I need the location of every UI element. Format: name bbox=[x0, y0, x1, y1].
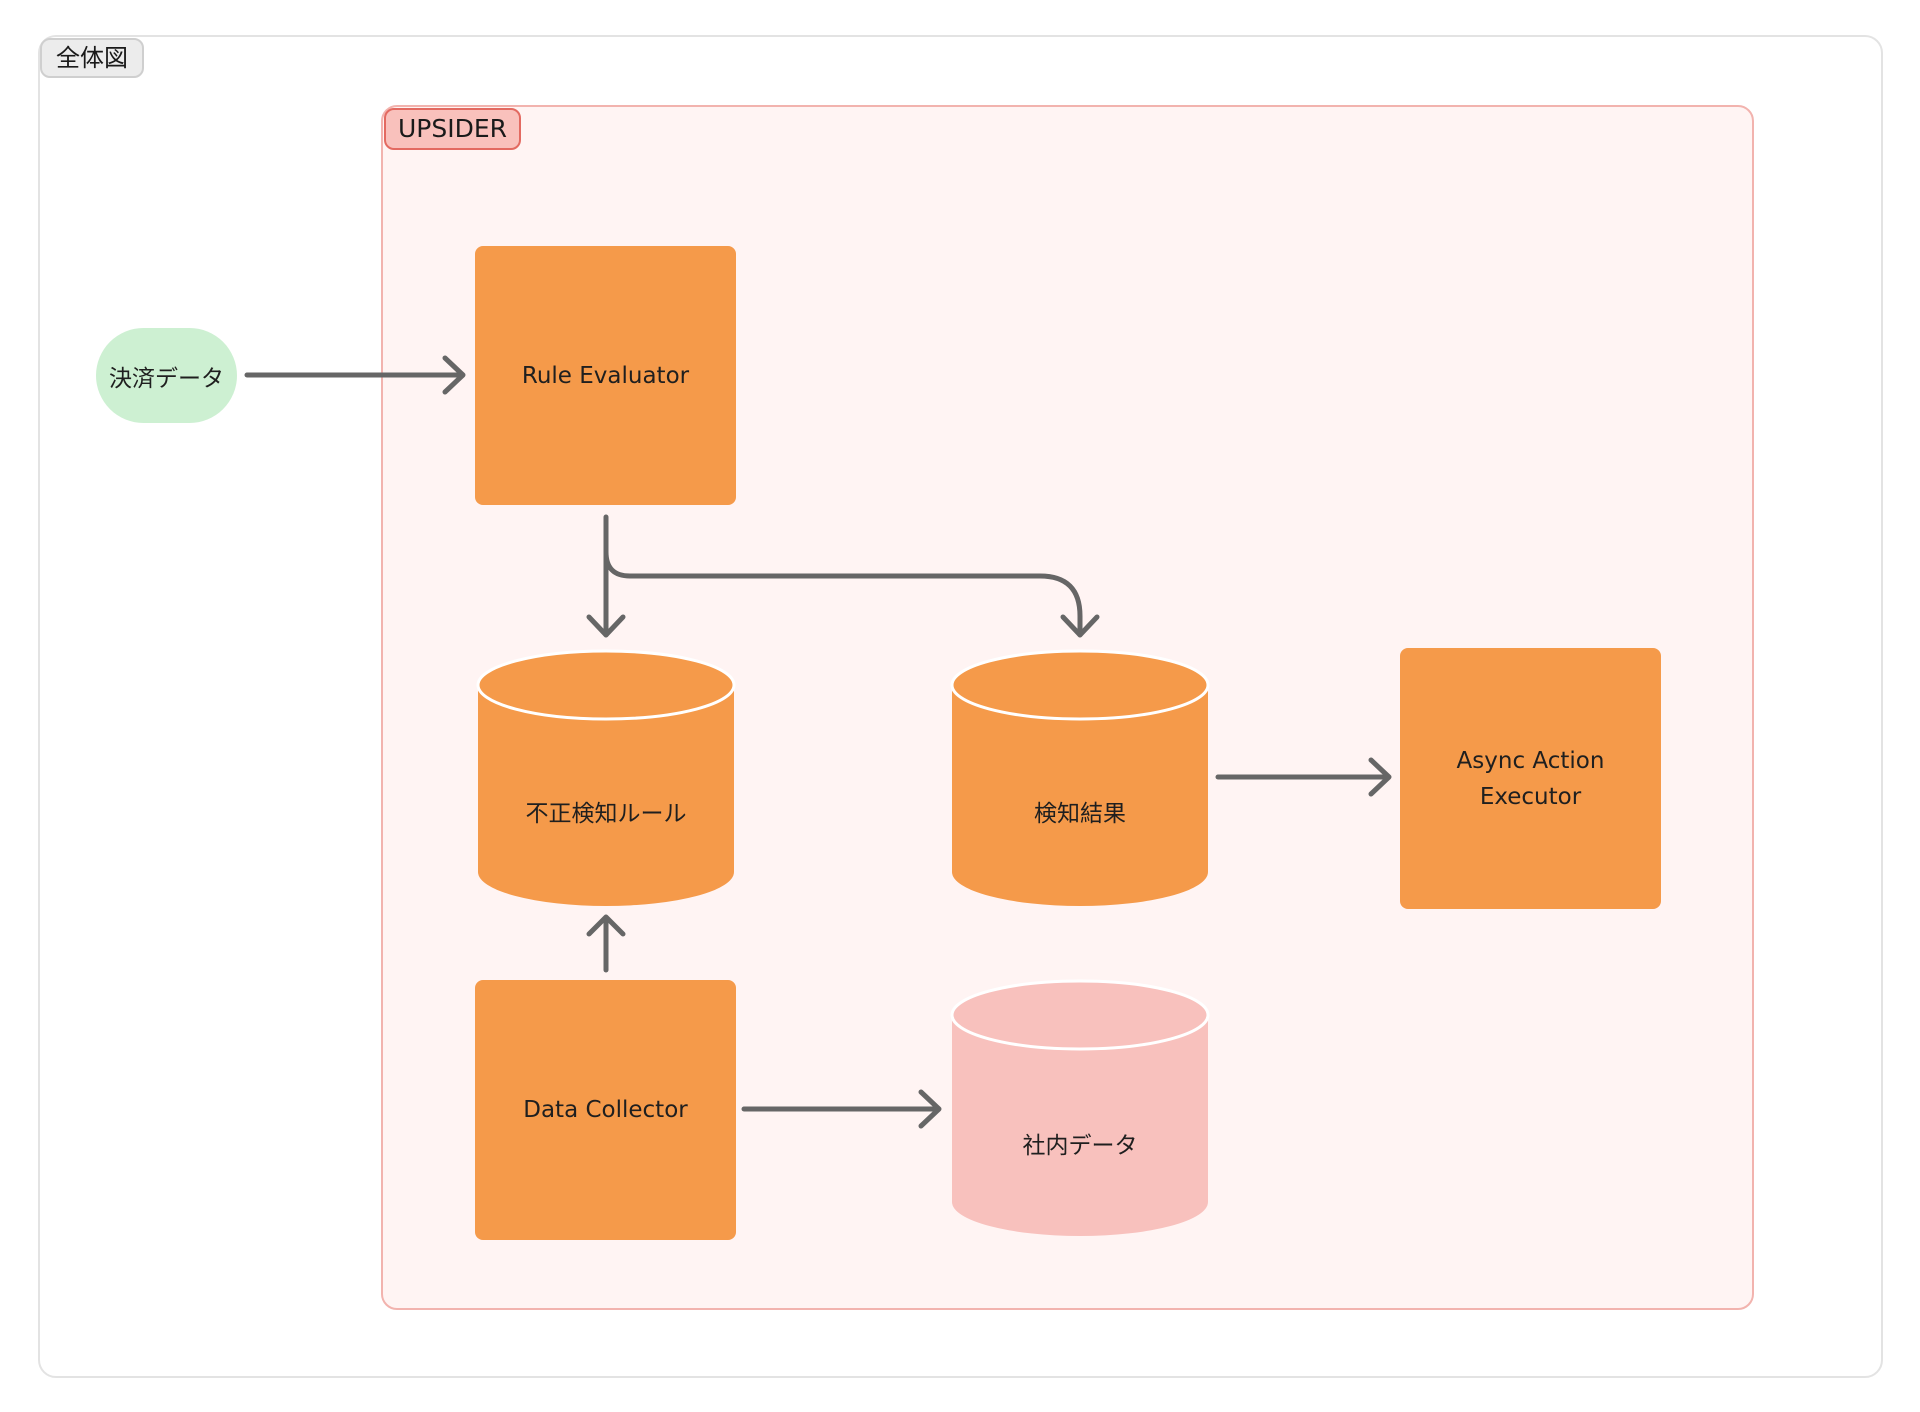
detection-results-label: 検知結果 bbox=[1034, 801, 1126, 827]
async-action-executor-label: Async Action Executor bbox=[1456, 747, 1605, 810]
arrow-detection-results-to-executor bbox=[1215, 757, 1392, 797]
overview-frame-label: 全体図 bbox=[40, 38, 144, 78]
fraud-rules-label: 不正検知ルール bbox=[525, 801, 687, 827]
internal-data-cylinder bbox=[950, 979, 1210, 1236]
rule-evaluator-label: Rule Evaluator bbox=[521, 362, 690, 389]
fraud-rules-cylinder bbox=[476, 649, 736, 906]
data-collector-node: Data Collector bbox=[475, 980, 736, 1240]
internal-data-label: 社内データ bbox=[1022, 1133, 1138, 1159]
arrow-rule-evaluator-to-fraud-rules bbox=[586, 514, 626, 638]
arrow-data-collector-to-fraud-rules bbox=[586, 914, 626, 973]
payment-data-label: 決済データ bbox=[109, 365, 224, 392]
arrow-data-collector-to-internal-data bbox=[741, 1089, 942, 1129]
rule-evaluator-node: Rule Evaluator bbox=[475, 246, 736, 505]
upsider-group-label: UPSIDER bbox=[384, 108, 522, 150]
arrow-payment-to-rule-evaluator bbox=[244, 355, 466, 395]
arrow-rule-evaluator-to-detection-results bbox=[603, 549, 1100, 638]
detection-results-cylinder bbox=[950, 649, 1210, 906]
data-collector-label: Data Collector bbox=[523, 1097, 688, 1123]
payment-data-node: 決済データ bbox=[96, 328, 237, 423]
async-action-executor-node: Async Action Executor bbox=[1400, 648, 1661, 909]
